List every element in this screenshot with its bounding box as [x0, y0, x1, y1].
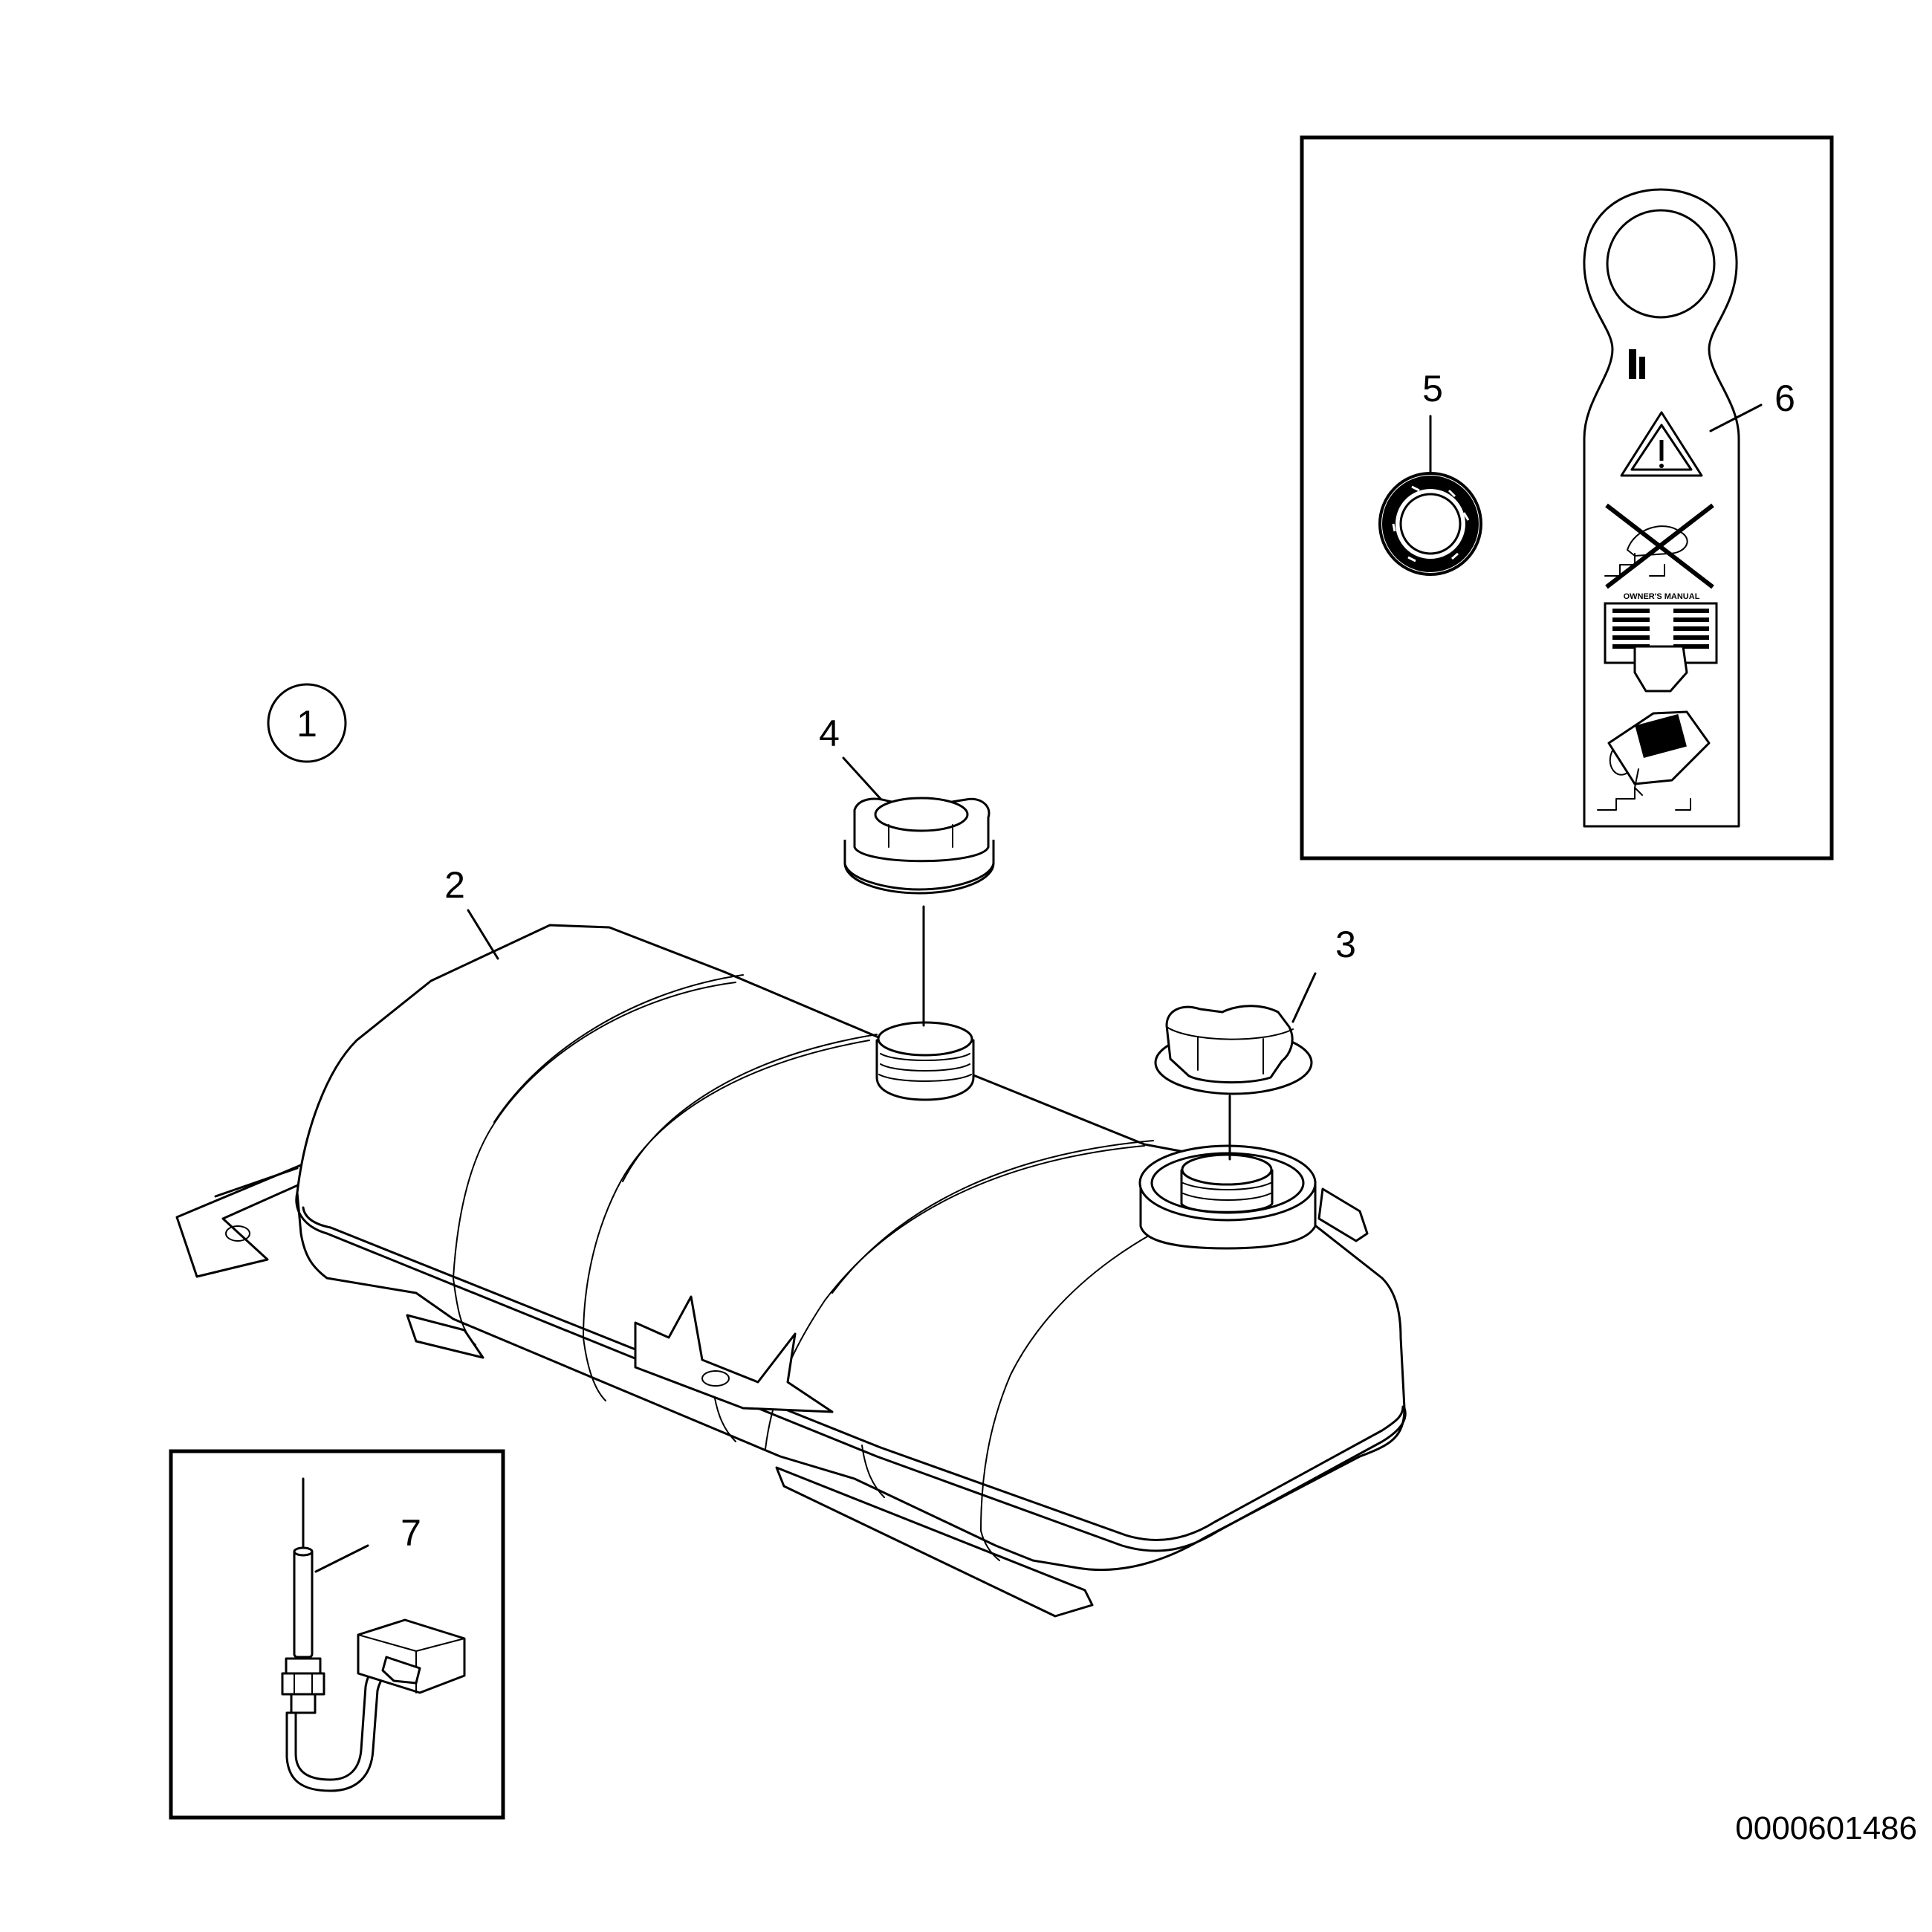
decal-ring-5: 5: [1378, 368, 1482, 576]
inset-decals: 5 OWNER'S MANUAL: [1300, 135, 1834, 860]
callout-7-label: 7: [401, 1512, 421, 1554]
callout-2-label: 2: [444, 864, 465, 906]
level-sensor-7: 7: [281, 1477, 466, 1792]
manual-caption: OWNER'S MANUAL: [1624, 592, 1700, 601]
callout-3-label: 3: [1335, 924, 1356, 965]
drawing-reference-number: 0000601486: [1735, 1810, 1917, 1847]
callout-1: 1: [267, 683, 347, 763]
inset-level-sensor: 7: [169, 1449, 505, 1820]
callout-4-label: 4: [819, 713, 840, 754]
pressure-cap-4: [843, 797, 995, 1027]
expansion-tank: [175, 924, 1407, 1618]
callout-3: 3: [1291, 924, 1356, 1023]
callout-4: 4: [819, 713, 882, 800]
warning-tag-6: OWNER'S MANUAL 6: [1583, 188, 1795, 828]
callout-6-label: 6: [1774, 377, 1795, 419]
callout-2: 2: [444, 864, 499, 960]
callout-1-label: 1: [296, 703, 317, 745]
pressure-cap-3: [1154, 1005, 1313, 1161]
callout-5-label: 5: [1422, 368, 1443, 409]
